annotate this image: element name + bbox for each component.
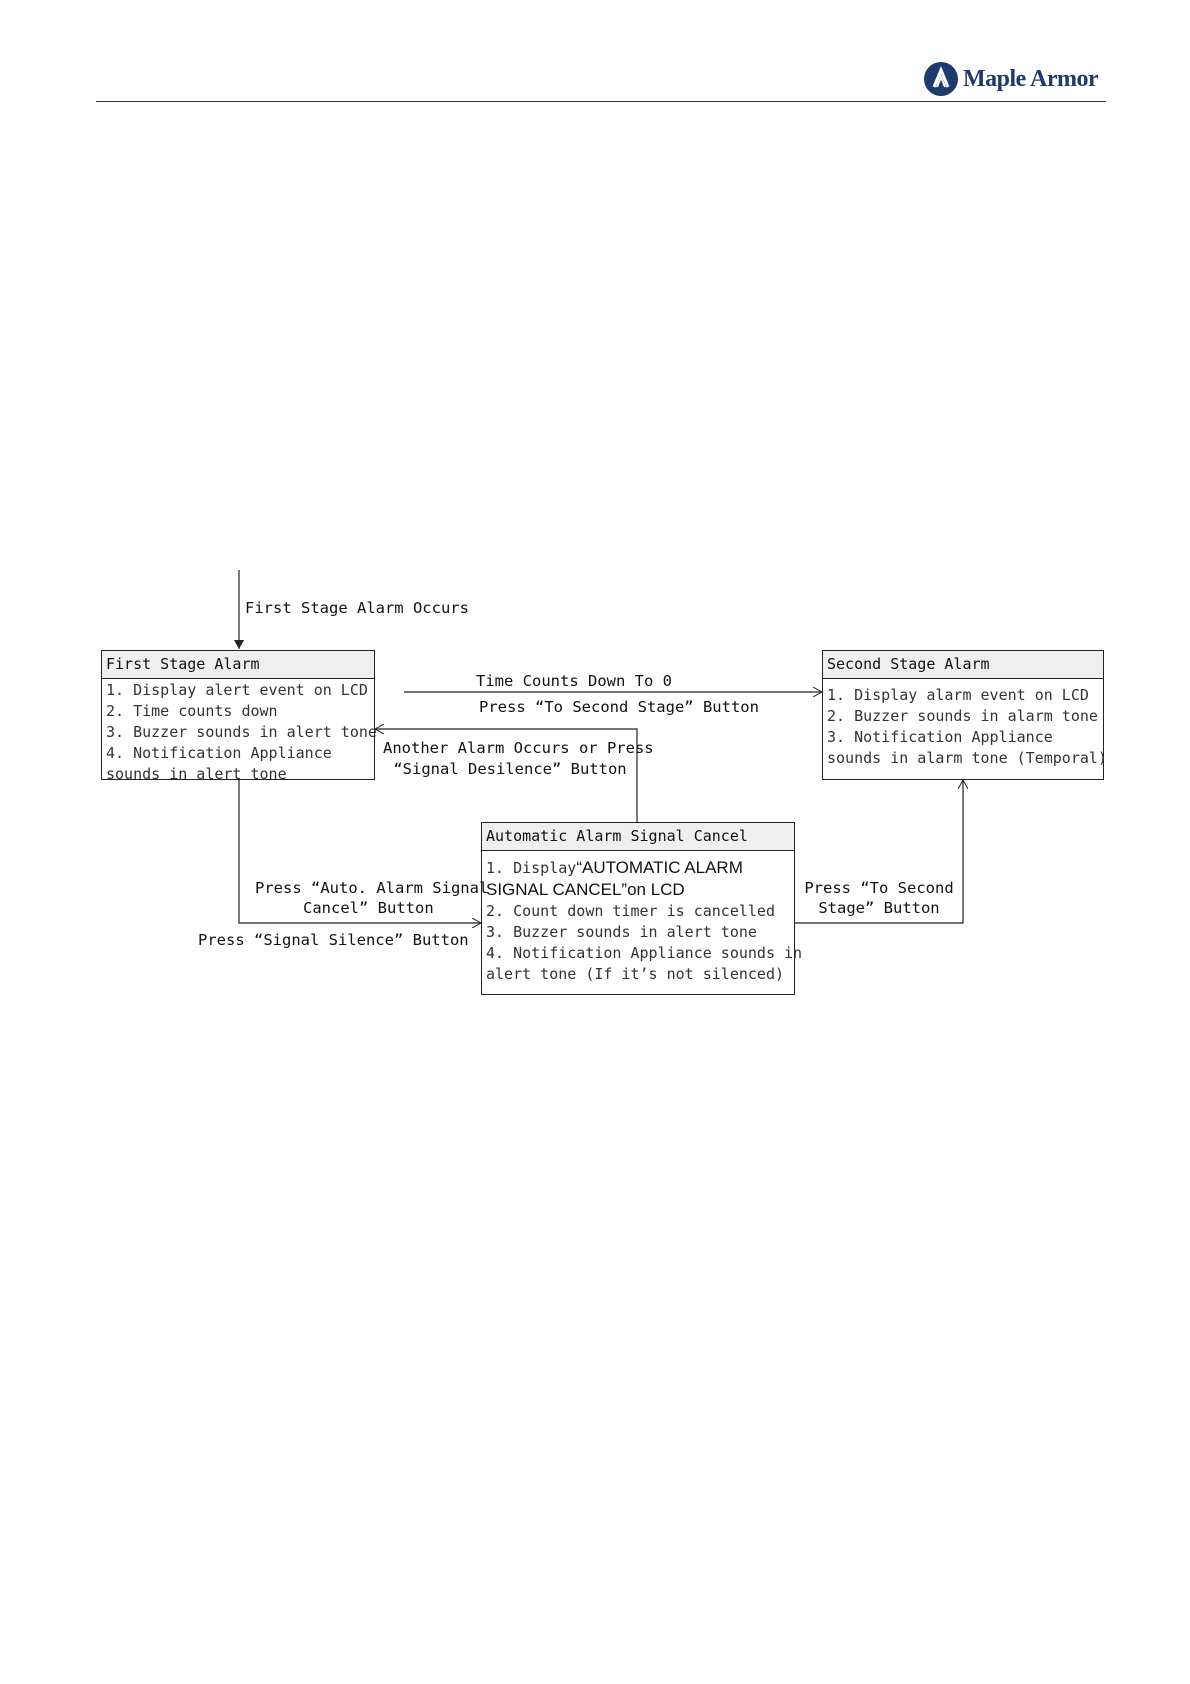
brand-logo: Maple Armor bbox=[924, 62, 1099, 96]
auto-cancel-item-1-caps-cont: SIGNAL CANCEL”on LCD bbox=[486, 880, 685, 899]
brand-name: Maple Armor bbox=[963, 65, 1099, 92]
auto-cancel-item: 3. Buzzer sounds in alert tone bbox=[486, 923, 757, 941]
second-stage-item: 2. Buzzer sounds in alarm tone bbox=[827, 707, 1098, 725]
second-stage-item: 1. Display alarm event on LCD bbox=[827, 686, 1089, 704]
second-stage-title: Second Stage Alarm bbox=[823, 651, 1103, 679]
label-press-to-second-line1: Press “To Second bbox=[804, 879, 954, 897]
entry-label: First Stage Alarm Occurs bbox=[245, 599, 469, 617]
first-stage-items: 1. Display alert event on LCD 2. Time co… bbox=[102, 679, 377, 786]
auto-cancel-item: alert tone (If it’s not silenced) bbox=[486, 965, 785, 983]
label-press-auto-cancel-line2: Cancel” Button bbox=[303, 899, 434, 917]
header-divider bbox=[96, 101, 1106, 102]
label-another-alarm-line1: Another Alarm Occurs or Press bbox=[383, 739, 654, 757]
label-press-to-second-line2: Stage” Button bbox=[818, 899, 940, 917]
first-stage-item: 2. Time counts down bbox=[106, 702, 278, 720]
first-to-cancel-arrow bbox=[238, 780, 481, 923]
label-time-counts-down: Time Counts Down To 0 bbox=[476, 672, 672, 690]
maple-armor-logo-icon bbox=[924, 62, 958, 96]
second-stage-item: 3. Notification Appliance bbox=[827, 728, 1053, 746]
second-stage-items: 1. Display alarm event on LCD 2. Buzzer … bbox=[823, 679, 1107, 770]
label-another-alarm-line2: “Signal Desilence” Button bbox=[393, 760, 627, 778]
auto-cancel-items: 1. Display“AUTOMATIC ALARM SIGNAL CANCEL… bbox=[482, 851, 803, 986]
label-press-auto-cancel-line1: Press “Auto. Alarm Signal bbox=[255, 879, 489, 897]
auto-alarm-signal-cancel-box: Automatic Alarm Signal Cancel 1. Display… bbox=[481, 822, 803, 995]
auto-cancel-item: 4. Notification Appliance sounds in bbox=[486, 944, 803, 962]
label-press-to-second-stage: Press “To Second Stage” Button bbox=[479, 698, 759, 716]
auto-cancel-item-1: 1. Display“AUTOMATIC ALARM bbox=[486, 857, 790, 879]
auto-cancel-item-1-cont: SIGNAL CANCEL”on LCD bbox=[486, 879, 790, 901]
cancel-to-first-arrow bbox=[375, 729, 638, 822]
auto-cancel-item: 2. Count down timer is cancelled bbox=[486, 902, 775, 920]
first-stage-item: 3. Buzzer sounds in alert tone bbox=[106, 723, 377, 741]
first-stage-item: 1. Display alert event on LCD bbox=[106, 681, 368, 699]
first-stage-item: 4. Notification Appliance bbox=[106, 744, 332, 762]
first-stage-alarm-box: First Stage Alarm 1. Display alert event… bbox=[101, 650, 377, 783]
second-stage-item: sounds in alarm tone (Temporal) bbox=[827, 749, 1107, 767]
cancel-to-second-arrow bbox=[794, 780, 963, 924]
auto-cancel-item-1-prefix: 1. Display bbox=[486, 859, 577, 877]
second-stage-alarm-box: Second Stage Alarm 1. Display alarm even… bbox=[822, 650, 1107, 780]
auto-cancel-title: Automatic Alarm Signal Cancel bbox=[482, 823, 794, 851]
first-stage-item: sounds in alert tone bbox=[106, 765, 287, 783]
label-press-signal-silence: Press “Signal Silence” Button bbox=[198, 931, 469, 949]
auto-cancel-item-1-caps: “AUTOMATIC ALARM bbox=[576, 858, 743, 877]
first-stage-title: First Stage Alarm bbox=[102, 651, 374, 679]
